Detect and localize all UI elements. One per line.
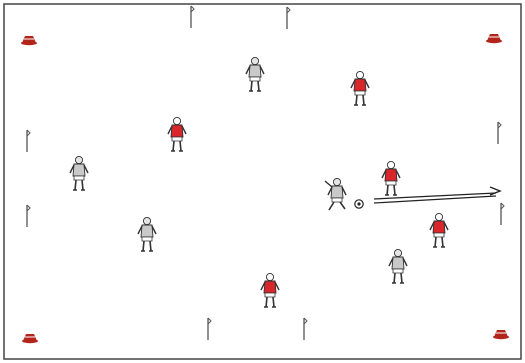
ball-group (355, 200, 363, 208)
soccer-ball-icon (355, 200, 363, 208)
